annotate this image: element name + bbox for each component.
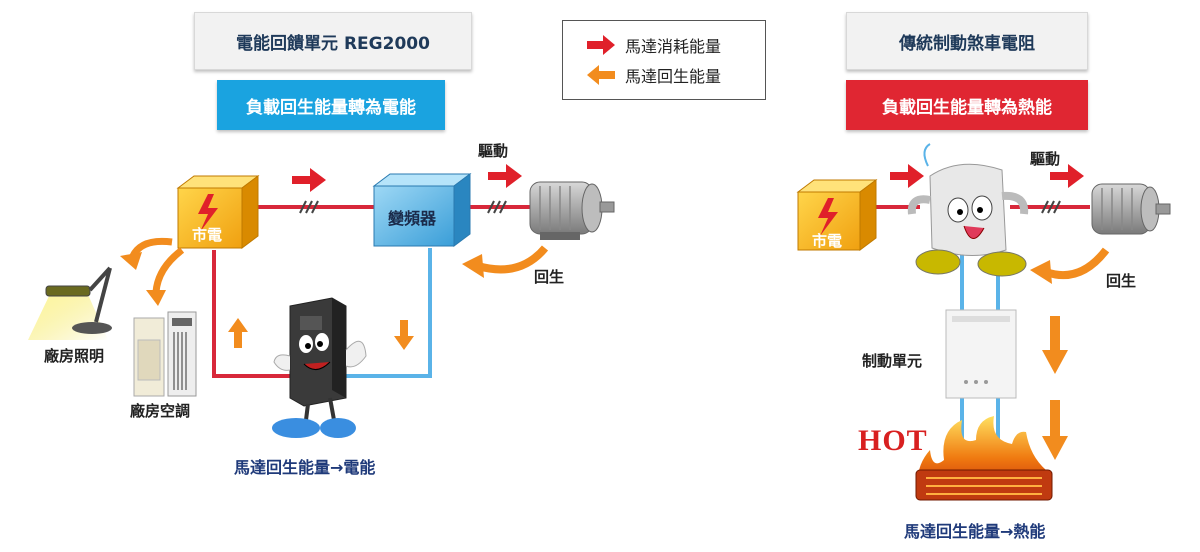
left-lighting-label: 廠房照明 — [44, 347, 105, 365]
regen-to-aircon-arrow — [152, 247, 185, 293]
left-diagram — [28, 164, 615, 438]
left-drive-label: 驅動 — [478, 142, 509, 160]
left-header: 電能回饋單元 REG2000 — [194, 12, 472, 70]
left-banner: 負載回生能量轉為電能 — [217, 80, 445, 130]
down-arrow-lower — [1042, 400, 1068, 460]
right-motor-icon — [1091, 183, 1171, 235]
legend-regen-label: 馬達回生能量 — [625, 67, 722, 86]
left-vfd-label: 變頻器 — [388, 209, 437, 228]
left-header-text: 電能回饋單元 REG2000 — [236, 33, 430, 54]
left-grid-label: 市電 — [192, 226, 223, 244]
lightning-icon — [198, 194, 218, 232]
left-regen-label: 回生 — [534, 268, 565, 286]
right-banner-text: 負載回生能量轉為熱能 — [882, 97, 1052, 118]
regen-curve-arrow — [476, 245, 549, 274]
right-lightning-icon — [818, 198, 838, 236]
legend: 馬達消耗能量 馬達回生能量 — [562, 20, 766, 100]
right-consume-arrow-1 — [890, 164, 924, 188]
left-banner-text: 負載回生能量轉為電能 — [246, 97, 416, 118]
overheated-vfd-mascot-icon — [907, 143, 1029, 277]
fire-resistor-icon — [915, 416, 1053, 501]
right-grid-box — [796, 179, 878, 251]
left-caption: 馬達回生能量→電能 — [234, 458, 376, 477]
up-arrow — [228, 318, 248, 348]
right-brake-unit-label: 制動單元 — [862, 352, 923, 370]
vfd-mascot-icon — [272, 297, 367, 438]
right-banner: 負載回生能量轉為熱能 — [846, 80, 1088, 130]
consume-arrow-2 — [488, 164, 522, 188]
down-arrow-upper — [1042, 316, 1068, 374]
right-header-text: 傳統制動煞車電阻 — [899, 33, 1035, 54]
right-caption: 馬達回生能量→熱能 — [904, 522, 1046, 541]
right-header: 傳統制動煞車電阻 — [846, 12, 1088, 70]
consume-arrow-1 — [292, 168, 326, 192]
right-regen-curve-arrow — [1044, 247, 1110, 280]
down-arrow — [394, 320, 414, 350]
wire-vfd-down — [340, 248, 432, 378]
wire-break-marks-2 — [487, 200, 507, 214]
right-drive-label: 驅動 — [1030, 150, 1061, 168]
lamp-icon — [28, 266, 112, 340]
wire-break-marks-1 — [299, 200, 319, 214]
right-grid-label: 市電 — [812, 232, 843, 250]
orange-arrow-icon — [587, 65, 615, 85]
red-arrow-icon — [587, 35, 615, 55]
grid-box — [176, 175, 260, 249]
left-aircon-label: 廠房空調 — [130, 402, 191, 420]
vfd-box — [372, 173, 472, 247]
right-consume-arrow-2 — [1050, 164, 1084, 188]
right-diagram — [796, 143, 1171, 501]
right-wire-break-marks — [1041, 200, 1061, 214]
legend-consume: 馬達消耗能量 — [587, 33, 721, 57]
motor-icon — [529, 181, 615, 240]
right-regen-label: 回生 — [1106, 272, 1137, 290]
legend-regen: 馬達回生能量 — [587, 63, 721, 87]
brake-unit-icon — [945, 309, 1017, 399]
wire-grid-down — [212, 250, 300, 378]
legend-consume-label: 馬達消耗能量 — [625, 37, 722, 56]
hot-label: HOT — [858, 424, 928, 457]
aircon-icon — [133, 311, 197, 397]
